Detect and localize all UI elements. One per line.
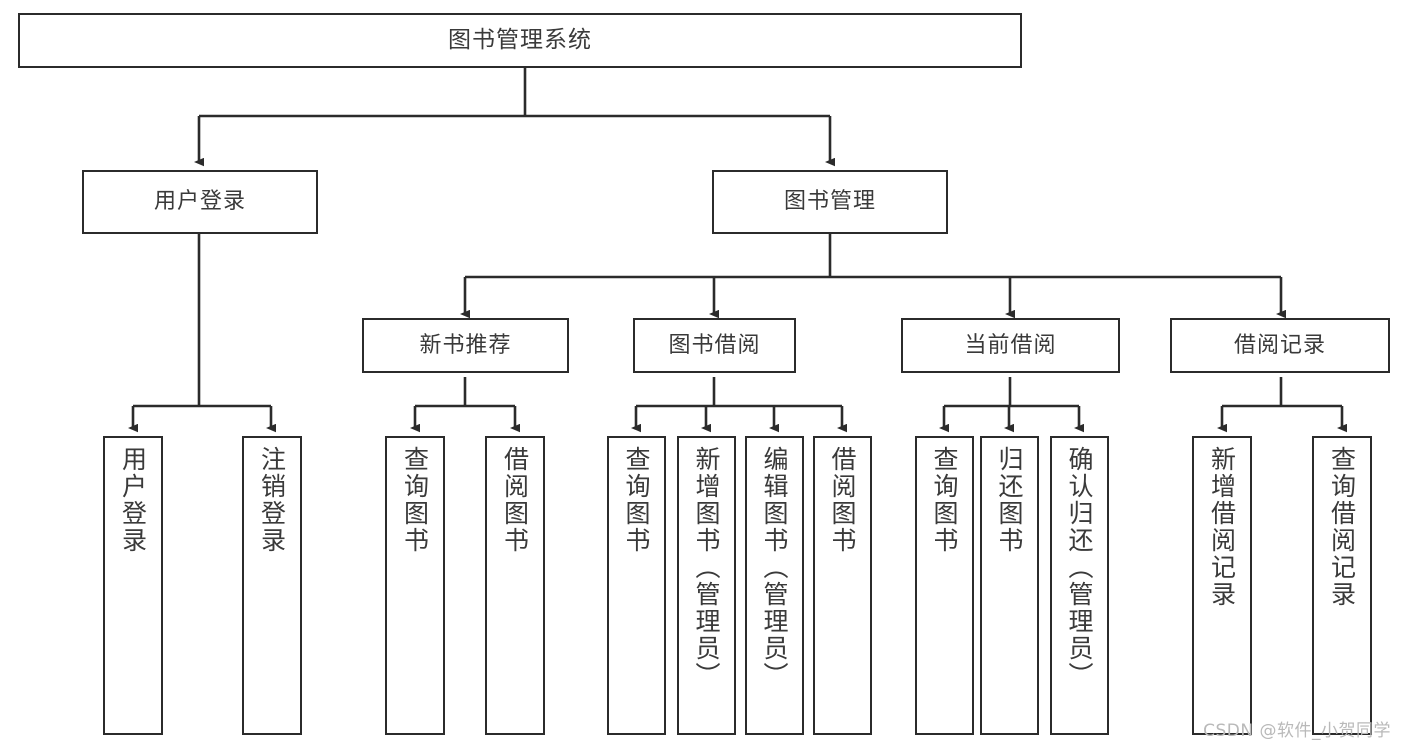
leaf-borrow-book[interactable]: 借阅图书	[813, 436, 872, 735]
leaf-query-book-recommend[interactable]: 查询图书	[385, 436, 445, 735]
node-label: 图书管理	[783, 189, 876, 214]
node-new-book-recommend[interactable]: 新书推荐	[362, 318, 569, 373]
leaf-query-book-borrow[interactable]: 查询图书	[607, 436, 666, 735]
node-label: 新增借阅记录	[1207, 446, 1237, 608]
node-label: 用户登录	[153, 189, 246, 214]
node-current-borrow[interactable]: 当前借阅	[901, 318, 1120, 373]
node-label: 借阅图书	[500, 446, 530, 554]
node-borrow-record[interactable]: 借阅记录	[1170, 318, 1390, 373]
leaf-confirm-return-admin[interactable]: 确认归还（管理员）	[1050, 436, 1109, 735]
node-label: 编辑图书（管理员）	[760, 446, 789, 689]
node-root-system[interactable]: 图书管理系统	[18, 13, 1022, 68]
node-label: 确认归还（管理员）	[1065, 446, 1094, 689]
leaf-user-logout[interactable]: 注销登录	[242, 436, 302, 735]
leaf-add-borrow-record[interactable]: 新增借阅记录	[1192, 436, 1252, 735]
node-label: 注销登录	[257, 446, 287, 554]
node-label: 新增图书（管理员）	[692, 446, 721, 689]
node-user-login[interactable]: 用户登录	[82, 170, 318, 234]
node-label: 新书推荐	[419, 332, 512, 358]
node-label: 借阅图书	[828, 446, 857, 554]
node-book-borrow[interactable]: 图书借阅	[633, 318, 796, 373]
leaf-user-login[interactable]: 用户登录	[103, 436, 163, 735]
node-label: 图书管理系统	[448, 27, 592, 53]
node-label: 查询图书	[930, 446, 959, 554]
leaf-edit-book-admin[interactable]: 编辑图书（管理员）	[745, 436, 804, 735]
node-label: 当前借阅	[964, 332, 1057, 358]
node-label: 查询借阅记录	[1327, 446, 1357, 608]
leaf-borrow-book-recommend[interactable]: 借阅图书	[485, 436, 545, 735]
leaf-add-book-admin[interactable]: 新增图书（管理员）	[677, 436, 736, 735]
node-label: 查询图书	[622, 446, 651, 554]
node-label: 用户登录	[118, 446, 148, 554]
node-label: 查询图书	[400, 446, 430, 554]
leaf-query-book-current[interactable]: 查询图书	[915, 436, 974, 735]
leaf-return-book[interactable]: 归还图书	[980, 436, 1039, 735]
node-label: 归还图书	[995, 446, 1024, 554]
leaf-query-borrow-record[interactable]: 查询借阅记录	[1312, 436, 1372, 735]
node-label: 图书借阅	[668, 332, 761, 358]
node-book-management[interactable]: 图书管理	[712, 170, 948, 234]
node-label: 借阅记录	[1233, 332, 1326, 358]
